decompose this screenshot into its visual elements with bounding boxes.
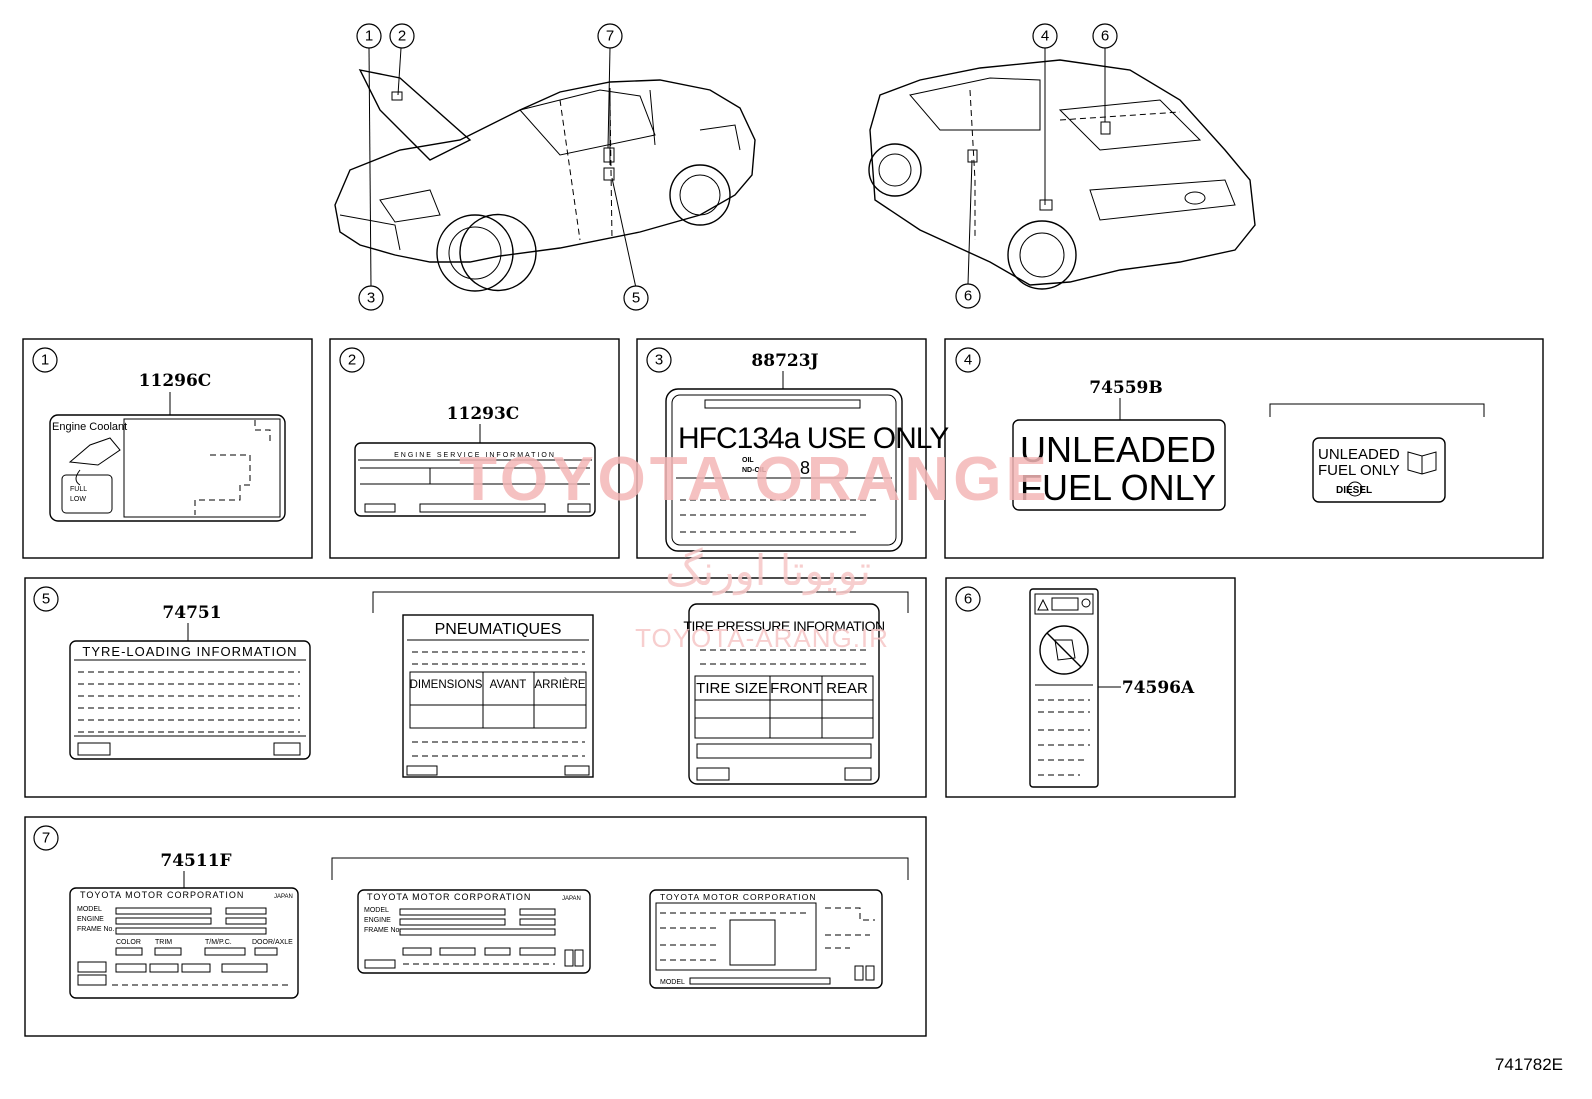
callout-front-7: 7 (606, 28, 614, 45)
part-number-74751: 74751 (162, 603, 221, 623)
plate2-frame: FRAME No. (364, 927, 401, 934)
plate1-color: COLOR (116, 939, 141, 946)
oil-label: OIL (742, 457, 754, 464)
panel-3-number: 3 (655, 352, 663, 369)
engine-service-header: ENGINE SERVICE INFORMATION (394, 452, 556, 459)
part-number-74596A: 74596A (1122, 678, 1195, 698)
panel-4: 4 74559B UNLEADED FUEL ONLY UNLEADED FUE… (944, 338, 1544, 559)
plate1-trim: TRIM (155, 939, 172, 946)
panel-4-number: 4 (964, 352, 972, 369)
unleaded-big-l1: UNLEADED (1020, 429, 1216, 470)
plate2-model: MODEL (364, 907, 389, 914)
watermark-en: TOYOTA ORANGE (459, 445, 1051, 514)
panel-7: 7 74511F TOYOTA MOTOR CORPORATION JAPAN … (24, 816, 927, 1037)
tyre-loading-title: TYRE-LOADING INFORMATION (82, 644, 297, 659)
plate2-engine: ENGINE (364, 917, 391, 924)
watermark-ar: تويوتا اورنگ (665, 546, 871, 595)
watermark-url: TOYOTA-ARANG.IR (635, 623, 889, 653)
unleaded-small-l1: UNLEADED (1318, 446, 1400, 463)
pneumatiques-title: PNEUMATIQUES (435, 621, 562, 638)
tire-col-size: TIRE SIZE (696, 680, 768, 697)
part-number-74559B: 74559B (1089, 378, 1163, 398)
callout-rear-6a: 6 (1101, 28, 1109, 45)
panel-5-number: 5 (42, 591, 50, 608)
panel-3: 3 88723J HFC134a USE ONLY OIL ND-OIL 8 (636, 338, 950, 559)
figure-code: 741782E (1495, 1055, 1563, 1074)
plate3-model: MODEL (660, 979, 685, 986)
plate1-frame: FRAME No. (77, 926, 114, 933)
panel-2: 2 11293C ENGINE SERVICE INFORMATION (329, 338, 620, 559)
panel-7-number: 7 (42, 830, 50, 847)
plate3-title: TOYOTA MOTOR CORPORATION (660, 892, 817, 902)
part-number-88723J: 88723J (751, 351, 818, 371)
plate1-engine: ENGINE (77, 916, 104, 923)
pneu-col-dimensions: DIMENSIONS (410, 679, 483, 691)
plate1-model: MODEL (77, 906, 102, 913)
car-rear-view (868, 59, 1256, 290)
pneu-col-avant: AVANT (490, 679, 527, 691)
panel-6: 6 74596A (945, 577, 1236, 798)
manual-book-icon (1407, 451, 1437, 475)
car-front-view (334, 69, 756, 292)
warning-triangle-icon (1037, 598, 1049, 611)
tire-col-front: FRONT (770, 680, 822, 697)
tire-col-rear: REAR (826, 680, 868, 697)
panel-5: 5 74751 TYRE-LOADING INFORMATION PNEUMAT… (24, 577, 927, 798)
callout-front-5: 5 (632, 290, 640, 307)
plate1-tmpc: T/M/P.C. (205, 939, 232, 946)
callout-front-1: 1 (365, 28, 373, 45)
unleaded-small-l2: FUEL ONLY (1318, 462, 1400, 479)
panel-2-number: 2 (348, 352, 356, 369)
watermark: TOYOTA ORANGE تويوتا اورنگ TOYOTA-ARANG.… (459, 445, 1051, 653)
panel-1: 1 11296C Engine Coolant FULL LOW (22, 338, 313, 559)
callout-rear-4: 4 (1041, 28, 1049, 45)
diesel-label: DIESEL (1336, 485, 1372, 496)
callout-front-2: 2 (398, 28, 406, 45)
engine-coolant-label: Engine Coolant (52, 421, 127, 433)
plate1-door: DOOR/AXLE (252, 939, 293, 946)
coolant-full-label: FULL (70, 486, 87, 493)
no-airbag-child-icon (1039, 625, 1089, 675)
oil-number: 8 (800, 458, 810, 478)
part-number-74511F: 74511F (160, 851, 231, 871)
plate1-title: TOYOTA MOTOR CORPORATION (80, 890, 244, 900)
plate1-japan: JAPAN (274, 894, 293, 900)
unleaded-big-l2: FUEL ONLY (1020, 467, 1216, 508)
callout-front-3: 3 (367, 290, 375, 307)
pneu-col-arriere: ARRIÈRE (534, 678, 585, 691)
panel-1-number: 1 (41, 352, 49, 369)
panel-6-number: 6 (964, 591, 972, 608)
tire-pressure-title: TIRE PRESSURE INFORMATION (683, 618, 884, 634)
nd-oil-label: ND-OIL (742, 467, 767, 474)
coolant-low-label: LOW (70, 496, 86, 503)
plate2-title: TOYOTA MOTOR CORPORATION (367, 892, 531, 902)
part-number-11296C: 11296C (139, 371, 212, 391)
callout-rear-6b: 6 (964, 288, 972, 305)
part-number-11293C: 11293C (447, 404, 520, 424)
plate2-japan: JAPAN (562, 896, 581, 902)
hfc134a-use-only: HFC134a USE ONLY (678, 422, 949, 455)
